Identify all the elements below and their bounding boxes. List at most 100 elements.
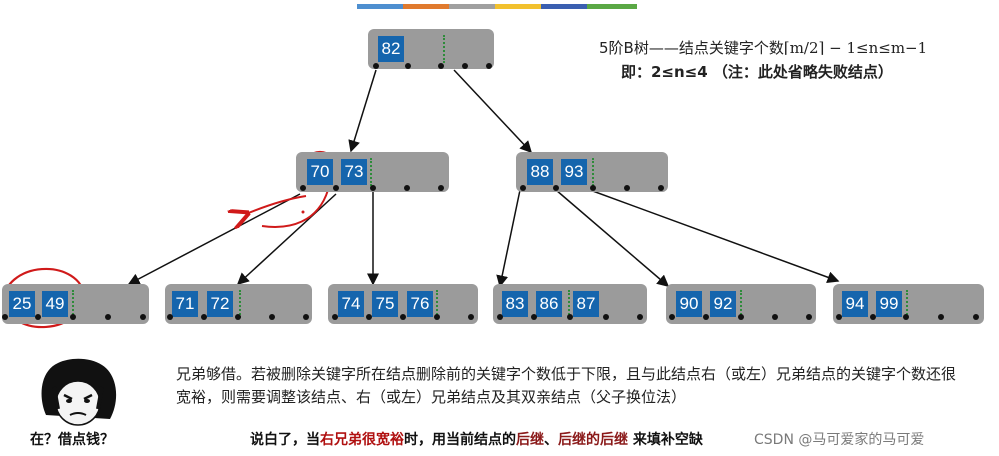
pointer-dot: [140, 314, 146, 320]
pointer-dot: [590, 185, 596, 191]
edge: [236, 193, 337, 286]
pointer-dot: [462, 63, 468, 69]
summary-mid: 时，用当前结点的: [404, 432, 516, 448]
summary-highlight-1: 右兄弟很宽裕: [320, 432, 404, 448]
pointer-dot: [497, 314, 503, 320]
key-cell: 99: [876, 291, 902, 317]
pointer-dot: [303, 314, 309, 320]
watermark-credit: CSDN @马可爱家的马可爱: [754, 432, 925, 448]
pointer-dot: [468, 314, 474, 320]
key-cell: 83: [502, 291, 528, 317]
separator: [568, 290, 570, 318]
pointer-dot: [332, 314, 338, 320]
key-cell: 74: [338, 291, 364, 317]
header-formula: ⌈m/2⌉ − 1≤n≤m−1: [783, 39, 928, 57]
color-bar-segment: [357, 4, 407, 9]
pointer-dot: [269, 314, 275, 320]
pointer-dot: [531, 314, 537, 320]
key-cell: 86: [536, 291, 562, 317]
summary-pre: 说白了，当: [250, 432, 320, 448]
pointer-dot: [235, 314, 241, 320]
pointer-dot: [637, 314, 643, 320]
pointer-dot: [35, 314, 41, 320]
separator: [370, 158, 372, 186]
tree-node-leaf-1: 25 49: [2, 284, 149, 324]
pointer-dot: [567, 314, 573, 320]
pointer-dot: [370, 185, 376, 191]
separator: [436, 290, 438, 318]
pointer-dot: [870, 314, 876, 320]
explanation-paragraph: 兄弟够借。若被删除关键字所在结点删除前的关键字个数低于下限，且与此结点右（或左）…: [176, 365, 957, 406]
separator: [72, 290, 74, 318]
pointer-dot: [400, 314, 406, 320]
pointer-dot: [836, 314, 842, 320]
pointer-dot: [603, 314, 609, 320]
key-cell: 71: [172, 291, 198, 317]
key-cell: 75: [372, 291, 398, 317]
key-cell: 82: [378, 36, 404, 62]
key-cell: 73: [341, 159, 367, 185]
summary-sep: 、: [544, 432, 558, 448]
pointer-dot: [938, 314, 944, 320]
key-cell: 76: [407, 291, 433, 317]
pointer-dot: [333, 185, 339, 191]
summary-highlight-2: 后继: [516, 432, 544, 448]
color-bar-segment: [587, 4, 637, 9]
key-cell: 93: [561, 159, 587, 185]
pointer-dot: [434, 314, 440, 320]
pointer-dot: [201, 314, 207, 320]
red-arrow: [246, 195, 307, 214]
key-cell: 87: [573, 291, 599, 317]
key-cell: 88: [527, 159, 553, 185]
edge: [127, 193, 301, 285]
tree-node-leaf-3: 74 75 76: [328, 284, 478, 324]
key-cell: 25: [9, 291, 35, 317]
key-cell: 94: [842, 291, 868, 317]
tree-node-level1-left: 70 73: [296, 152, 449, 192]
pointer-dot: [738, 314, 744, 320]
color-bar-segment: [541, 4, 591, 9]
separator: [906, 290, 908, 318]
separator: [239, 290, 241, 318]
key-cell: 70: [307, 159, 333, 185]
pointer-dot: [658, 185, 664, 191]
meme-caption: 在？借点钱？: [30, 432, 114, 448]
pointer-dot: [167, 314, 173, 320]
separator: [740, 290, 742, 318]
pointer-dot: [2, 314, 8, 320]
red-arrow: [261, 189, 329, 228]
pointer-dot: [105, 314, 111, 320]
separator: [592, 158, 594, 186]
key-cell: 92: [710, 291, 736, 317]
pointer-dot: [486, 63, 492, 69]
pointer-dot: [624, 185, 630, 191]
pointer-dot: [405, 63, 411, 69]
tree-node-level1-right: 88 93: [516, 152, 668, 192]
key-cell: 90: [676, 291, 702, 317]
pointer-dot: [366, 314, 372, 320]
pointer-dot: [703, 314, 709, 320]
pointer-dot: [70, 314, 76, 320]
header-line-2: 即：2≤n≤4 （注：此处省略失败结点）: [621, 63, 893, 81]
pointer-dot: [669, 314, 675, 320]
key-cell: 49: [42, 291, 68, 317]
summary-line: 说白了，当右兄弟很宽裕时，用当前结点的后继、后继的后继 来填补空缺: [250, 429, 703, 449]
pointer-dot: [806, 314, 812, 320]
edge: [555, 189, 670, 287]
tree-node-leaf-2: 71 72: [165, 284, 312, 324]
pointer-dot: [973, 314, 979, 320]
pointer-dot: [438, 63, 444, 69]
tree-node-leaf-4: 83 86 87: [493, 284, 647, 324]
edge: [589, 189, 840, 284]
pointer-dot: [553, 185, 559, 191]
tree-node-root: 82: [368, 29, 494, 69]
pointer-dot: [300, 185, 306, 191]
color-bar-segment: [449, 4, 499, 9]
header-line-1: 5阶B树——结点关键字个数⌈m/2⌉ − 1≤n≤m−1: [599, 37, 927, 58]
header-prefix: 5阶B树——结点关键字个数: [599, 39, 784, 57]
pointer-dot: [520, 185, 526, 191]
key-cell: 72: [207, 291, 233, 317]
tree-node-leaf-5: 90 92: [666, 284, 816, 324]
summary-post: 来填补空缺: [628, 432, 703, 448]
pointer-dot: [772, 314, 778, 320]
